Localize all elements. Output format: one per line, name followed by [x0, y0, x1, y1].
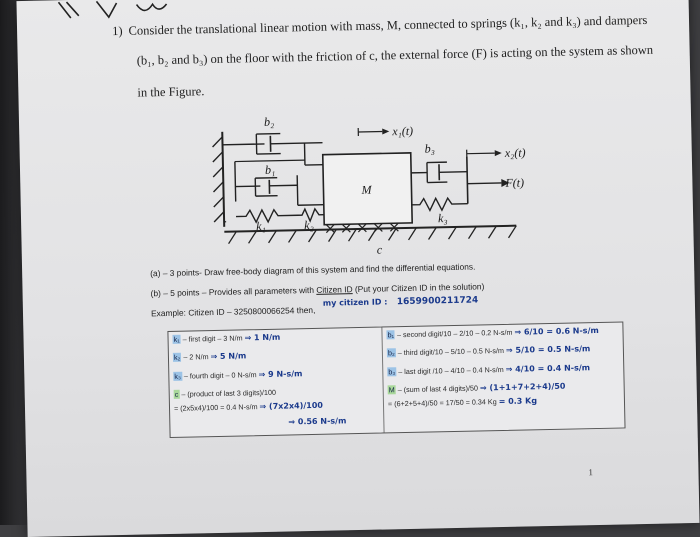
label-b1: b₁ [265, 163, 275, 177]
right-column: b₁ – second digit/10 – 2/10 – 0.2 N-s/m … [382, 322, 624, 432]
row-m-calc: = (6+2+5+4)/50 = 17/50 = 0.34 Kg = 0.3 K… [388, 396, 537, 408]
question-line-1: 1) Consider the translational linear moti… [112, 14, 647, 38]
row-b2: b₂ – third digit/10 – 5/10 – 0.5 N-s/m ⇒… [387, 344, 591, 357]
row-c-calc: = (2x5x4)/100 = 0.4 N-s/m ⇒ (7x2x4)/100 [174, 401, 323, 413]
handwritten-id: 1659900211724 [397, 295, 479, 307]
row-m: M – (sum of last 4 digits)/50 ⇒ (1+1+7+2… [388, 382, 566, 395]
label-k3: k₃ [438, 211, 448, 225]
question-text: 1)Consider the translational linear moti… [112, 14, 632, 25]
label-friction: c [377, 242, 383, 256]
part-b-prefix: (b) – 5 points – Provides all parameters… [151, 285, 317, 298]
parameter-table: k₁ – first digit – 3 N/m ⇒ 1 N/m k₂ – 2 … [167, 321, 625, 438]
row-b1: b₁ – second digit/10 – 2/10 – 0.2 N-s/m … [386, 326, 598, 339]
page-number: 1 [588, 467, 593, 477]
question-number: 1) [112, 24, 123, 38]
row-k2: k₂ – 2 N/m ⇒ 5 N/m [173, 351, 247, 362]
label-x2: x₂(t) [504, 145, 526, 159]
question-line-1-text: Consider the translational linear motion… [128, 13, 647, 38]
label-force: F(t) [504, 176, 524, 190]
label-b3: b₃ [424, 141, 434, 155]
question-line-3: in the Figure. [137, 85, 204, 99]
part-a: (a) – 3 points- Draw free-body diagram o… [150, 262, 475, 279]
paper-sheet: 1) Consider the translational linear moti… [16, 0, 699, 537]
left-column: k₁ – first digit – 3 N/m ⇒ 1 N/m k₂ – 2 … [168, 328, 384, 437]
example-line: Example: Citizen ID – 3250800066254 then… [151, 305, 316, 318]
citizen-id-link[interactable]: Citizen ID [316, 284, 353, 295]
row-c-result: ⇒ 0.56 N-s/m [288, 416, 346, 426]
label-b2: b₂ [264, 115, 274, 129]
row-b3: b₃ – last digit /10 – 4/10 – 0.4 N-s/m ⇒… [387, 363, 590, 376]
label-k1: k₁ [256, 219, 266, 233]
label-x1: x₁(t) [391, 124, 413, 138]
row-k3: k₃ – fourth digit – 0 N-s/m ⇒ 9 N-s/m [173, 369, 302, 381]
question-line-2: (b₁, b₂ and b₃) on the floor with the fr… [137, 44, 654, 67]
row-c: c – (product of last 3 digits)/100 [174, 388, 276, 399]
top-scribble [56, 0, 176, 22]
row-k1: k₁ – first digit – 3 N/m ⇒ 1 N/m [172, 333, 280, 344]
mass-spring-damper-figure: b₂ b₁ b₃ k₁ k₂ k₃ M c x₁(t) x₂(t) F(t) [204, 110, 537, 267]
label-k2: k₂ [304, 218, 314, 232]
handwritten-id-label: my citizen ID : [323, 297, 388, 307]
part-b-suffix: (Put your Citizen ID in the solution) [352, 281, 484, 294]
label-mass: M [360, 183, 372, 197]
